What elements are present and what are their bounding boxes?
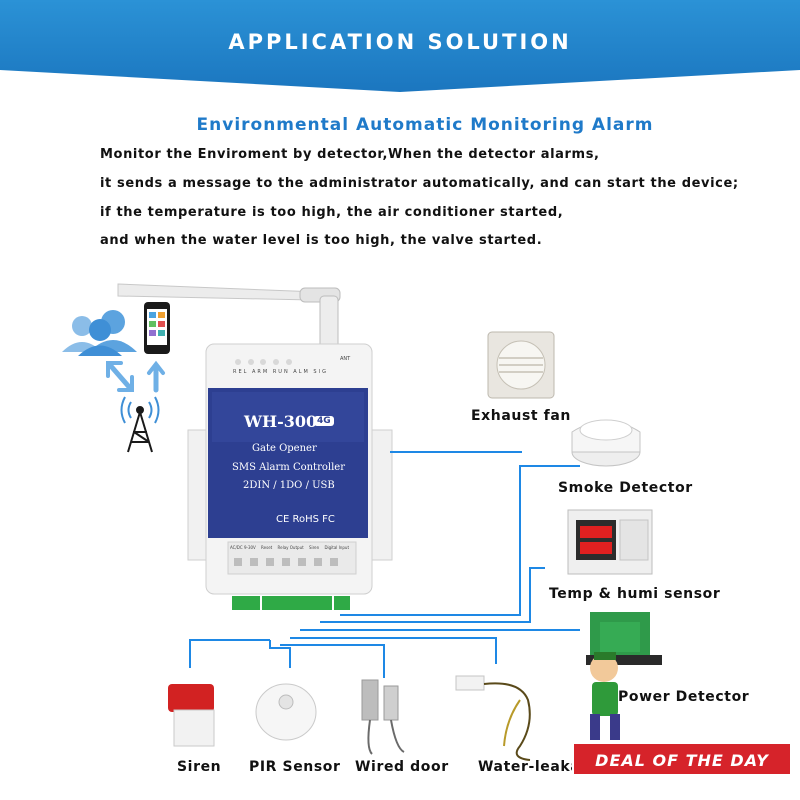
device-line-3: 2DIN / 1DO / USB <box>243 480 335 491</box>
pir-sensor-icon <box>255 683 317 741</box>
terminal-label-siren: Siren <box>308 545 320 550</box>
section-title: Environmental Automatic Monitoring Alarm <box>196 115 654 135</box>
description-line-4: and when the water level is too high, th… <box>100 233 543 248</box>
terminal-label-power: AC/DC 9-30V <box>230 545 256 550</box>
device-line-2: SMS Alarm Controller <box>232 462 345 473</box>
label-exhaust-fan: Exhaust fan <box>471 408 571 424</box>
signal-arrows-icon <box>106 360 165 393</box>
led-labels: REL ARM RUN ALM SIG <box>233 369 328 375</box>
description-line-3: if the temperature is too high, the air … <box>100 205 564 220</box>
mascot-icon <box>590 652 620 740</box>
header-title: APPLICATION SOLUTION <box>228 30 572 54</box>
antenna-label: ANT <box>340 356 351 362</box>
led-label-alm: ALM <box>293 369 310 375</box>
temp-humi-sensor-icon <box>567 509 653 575</box>
label-pir-sensor: PIR Sensor <box>249 759 341 775</box>
device-model: WH-300 <box>244 412 318 431</box>
smoke-detector-icon <box>571 419 641 467</box>
label-wired-door: Wired door <box>355 759 449 775</box>
terminal-label-relay: Relay Output <box>277 545 304 550</box>
led-label-rel: REL <box>233 369 249 375</box>
description-line-2: it sends a message to the administrator … <box>100 176 739 191</box>
exhaust-fan-icon <box>487 331 555 399</box>
deal-badge-text: DEAL OF THE DAY <box>595 751 769 770</box>
water-leakage-icon <box>455 675 531 761</box>
deal-of-the-day-badge: DEAL OF THE DAY <box>572 742 792 776</box>
wired-door-icon <box>361 679 405 755</box>
device-band-badge: 4G <box>314 416 334 426</box>
description-line-1: Monitor the Enviroment by detector,When … <box>100 147 600 162</box>
gsm-controller-device <box>187 343 393 610</box>
label-siren: Siren <box>177 759 222 775</box>
cell-tower-icon <box>120 396 160 453</box>
terminal-label-reset: Reset <box>261 545 273 550</box>
led-label-sig: SIG <box>313 369 328 375</box>
device-certifications: CE RoHS FC <box>276 514 335 525</box>
led-label-arm: ARM <box>252 369 270 375</box>
led-label-run: RUN <box>272 369 290 375</box>
smartphone-icon <box>144 302 170 354</box>
siren-icon <box>168 684 215 747</box>
wiring <box>189 451 580 678</box>
device-line-1: Gate Opener <box>252 443 317 454</box>
label-power-detector: Power Detector <box>618 689 750 705</box>
label-smoke-detector: Smoke Detector <box>558 480 693 496</box>
terminal-label-input: Digital Input <box>324 545 350 550</box>
label-water-leakage: Water-leakage Sensor <box>478 759 574 775</box>
antenna <box>117 283 341 360</box>
header-banner: APPLICATION SOLUTION <box>0 0 800 92</box>
users-icon <box>62 310 137 356</box>
label-temp-humi-sensor: Temp & humi sensor <box>549 586 721 602</box>
terminal-labels: AC/DC 9-30V Reset Relay Output Siren Dig… <box>230 545 349 550</box>
